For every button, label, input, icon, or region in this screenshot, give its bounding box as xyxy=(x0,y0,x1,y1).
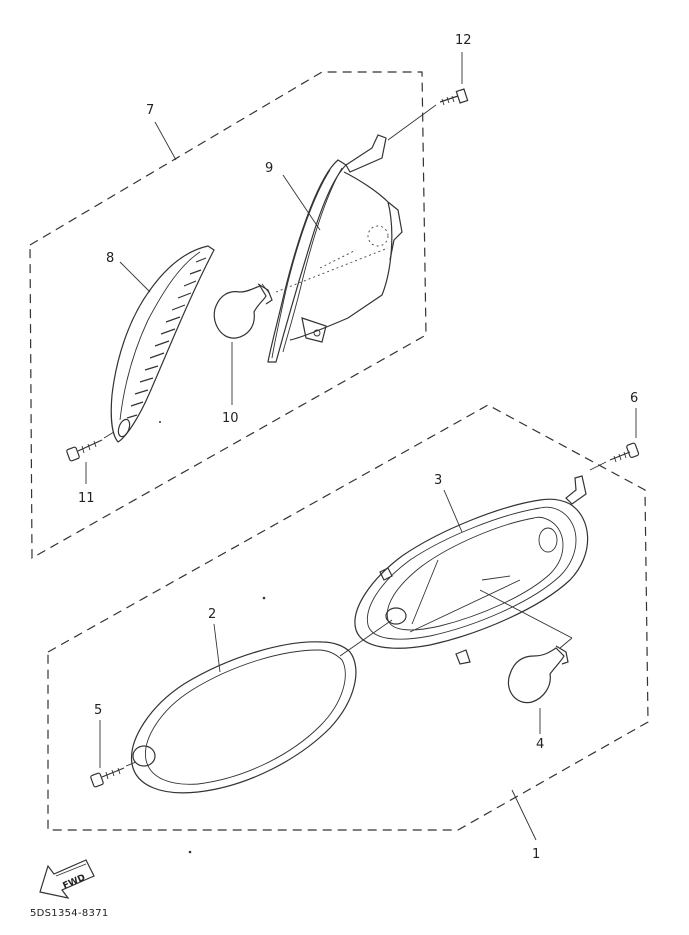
housing-3 xyxy=(354,475,589,665)
callout-6: 6 xyxy=(630,391,638,406)
guide-bulb4-b xyxy=(559,637,573,649)
callout-3: 3 xyxy=(434,473,442,488)
lens-2 xyxy=(130,641,357,794)
guide-bulb4-a xyxy=(479,589,573,639)
leader-screw6-to-bracket xyxy=(589,461,607,471)
bulb-4 xyxy=(507,645,569,704)
leader-1 xyxy=(511,789,537,841)
screw-12 xyxy=(439,88,469,106)
guide-lens2-to-housing xyxy=(339,619,393,657)
callout-10: 10 xyxy=(222,411,239,426)
guide-bulb4-c xyxy=(481,575,511,581)
drawing-code: 5DS1354-8371 xyxy=(30,908,109,919)
callout-5: 5 xyxy=(94,703,102,718)
screw-11 xyxy=(66,439,103,462)
callout-9: 9 xyxy=(265,161,273,176)
leader-9 xyxy=(282,174,321,231)
screw-5 xyxy=(90,767,125,788)
mark-dot xyxy=(188,850,192,854)
callout-7: 7 xyxy=(146,103,154,118)
fwd-label: FWD xyxy=(61,873,87,892)
lens-8 xyxy=(110,245,215,443)
leader-7 xyxy=(154,121,177,161)
callout-12: 12 xyxy=(455,33,472,48)
guide-screw5-to-lens xyxy=(125,761,137,767)
callout-4: 4 xyxy=(536,737,544,752)
screw-6 xyxy=(609,442,640,463)
leader-3 xyxy=(443,489,463,533)
callout-11: 11 xyxy=(78,491,95,506)
callout-2: 2 xyxy=(208,607,216,622)
mark-dot xyxy=(262,596,266,600)
leader-screw12-to-bracket xyxy=(387,104,437,141)
bulb-10 xyxy=(213,283,273,339)
callout-8: 8 xyxy=(106,251,114,266)
leader-2 xyxy=(213,623,221,673)
assembly-7-boundary xyxy=(29,71,427,560)
callout-1: 1 xyxy=(532,847,540,862)
assembly-1-boundary xyxy=(47,404,649,831)
housing-9 xyxy=(267,134,403,363)
leader-8 xyxy=(119,261,151,293)
leader-screw11-to-lens xyxy=(103,431,115,439)
mark-dot xyxy=(159,421,161,423)
fwd-arrow-icon xyxy=(39,859,95,899)
